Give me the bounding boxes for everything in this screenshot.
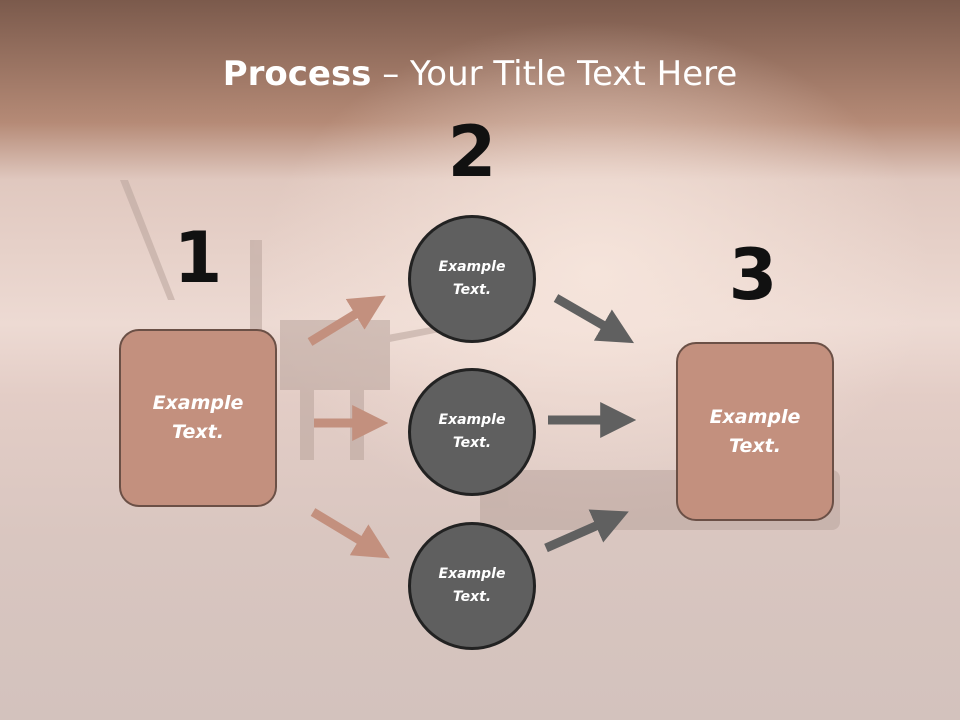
arrow-top-to-3 (553, 294, 635, 344)
arrow-1-to-bottom (310, 508, 390, 559)
slide-title: Process – Your Title Text Here (0, 52, 960, 96)
step-number-3: 3 (728, 234, 778, 316)
title-rest: – Your Title Text Here (371, 54, 738, 94)
arrow-bottom-to-3 (544, 509, 629, 553)
arrow-1-to-top (307, 295, 386, 346)
step-number-2: 2 (447, 111, 497, 193)
title-bold: Process (222, 54, 372, 94)
step-number-1: 1 (173, 217, 223, 299)
